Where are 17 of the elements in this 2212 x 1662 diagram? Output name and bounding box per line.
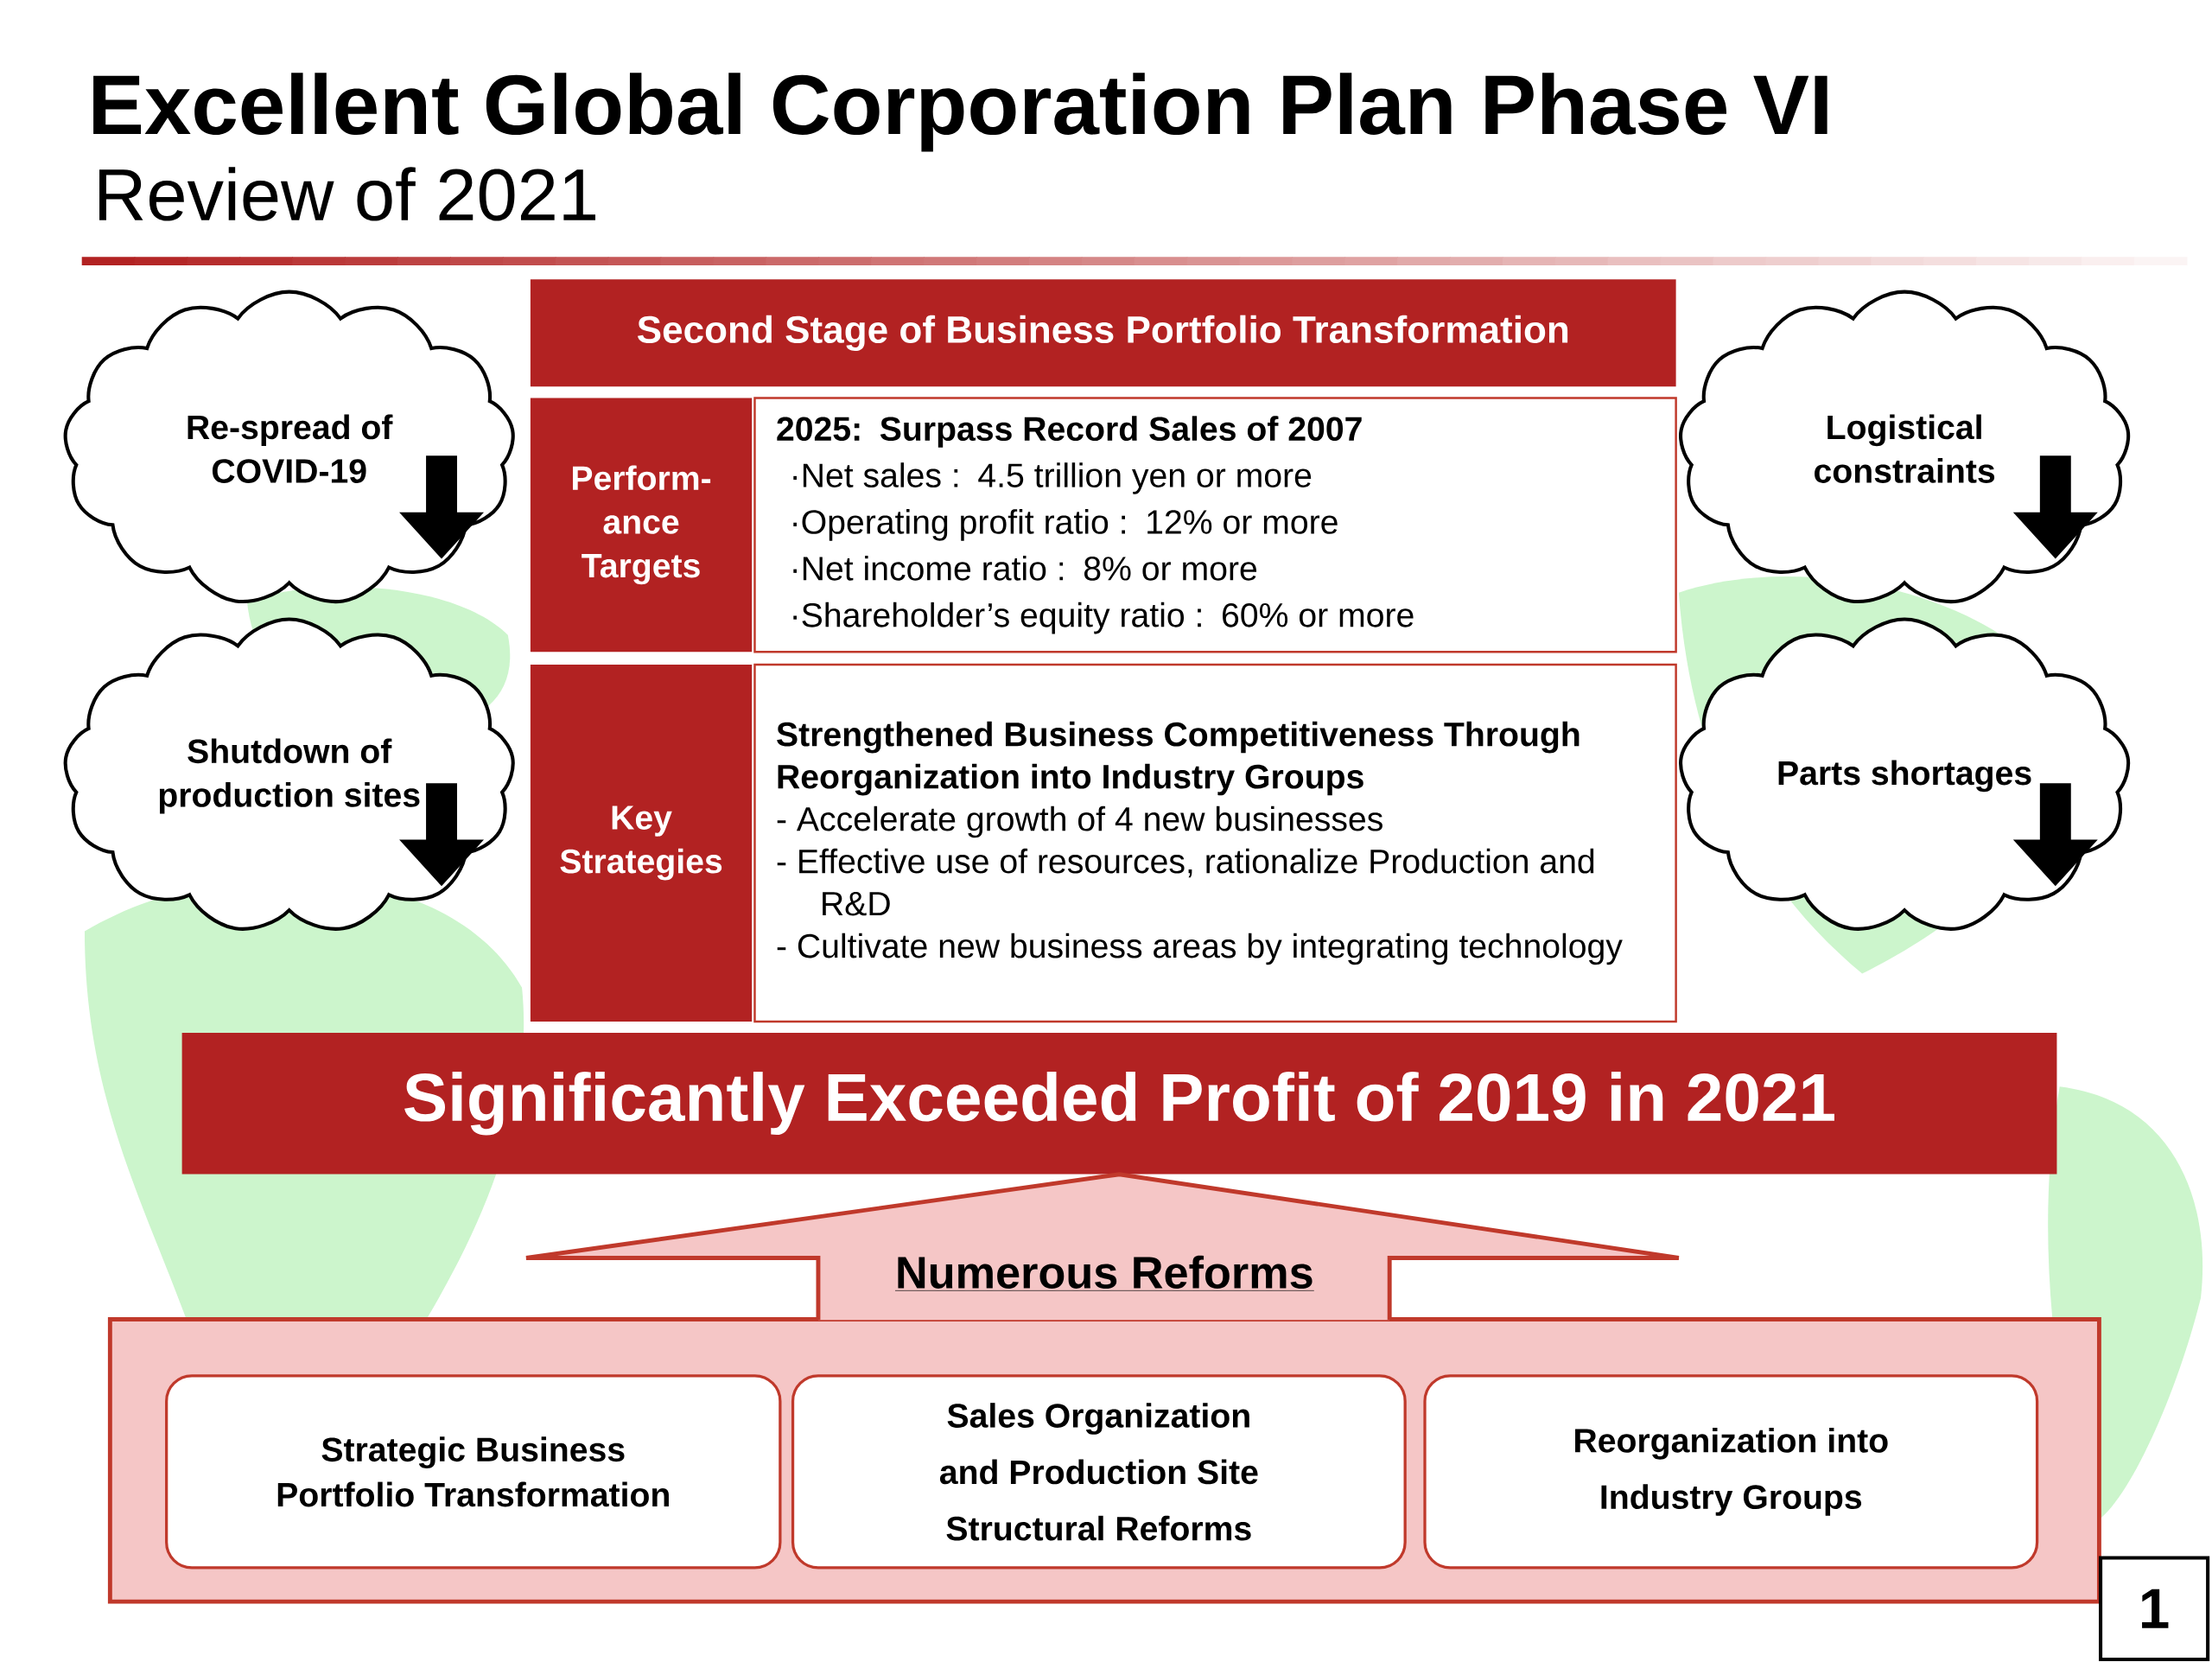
rounded-box: Sales Organization and Production Site Structural Reforms (791, 1374, 1407, 1570)
row-label-box: Perform- ance Targets (530, 398, 753, 653)
text-box: 2025: Surpass Record Sales of 2007 ·Net sales : 4.5 trillion yen or more ·Operating profit ratio : 12% or more ·Net income ratio : 8% or more ·Shareholder’s equity ratio : 60% or more (753, 397, 1677, 653)
row-label-box: Key Strategies (530, 664, 753, 1022)
header-box: Second Stage of Business Portfolio Transformation (530, 279, 1676, 387)
cloud: Parts shortages (1679, 617, 2131, 931)
rounded-box: Strategic Business Portfolio Transformation (165, 1374, 782, 1570)
banner: Significantly Exceeded Profit of 2019 in 2021 (181, 1033, 2057, 1175)
cloud: Logistical constraints (1679, 290, 2131, 603)
title: Excellent Global Corporation Plan Phase VI (93, 73, 1827, 152)
subtitle: Review of 2021 (99, 167, 595, 221)
rounded-box: Reorganization into Industry Groups (1423, 1374, 2039, 1570)
page-number: 1 (2099, 1556, 2210, 1661)
cloud: Shutdown of production sites (63, 617, 515, 931)
text-box: Strengthened Business Competitiveness Through Reorganization into Industry Groups - Accelerate growth of 4 new businesses - Effective use of resources, rationalize Production and R&D - Cultivate new business areas by integrating technology (753, 663, 1677, 1023)
cloud: Re-spread of COVID-19 (63, 290, 515, 603)
edge-label: Numerous Reforms (894, 1255, 1315, 1291)
